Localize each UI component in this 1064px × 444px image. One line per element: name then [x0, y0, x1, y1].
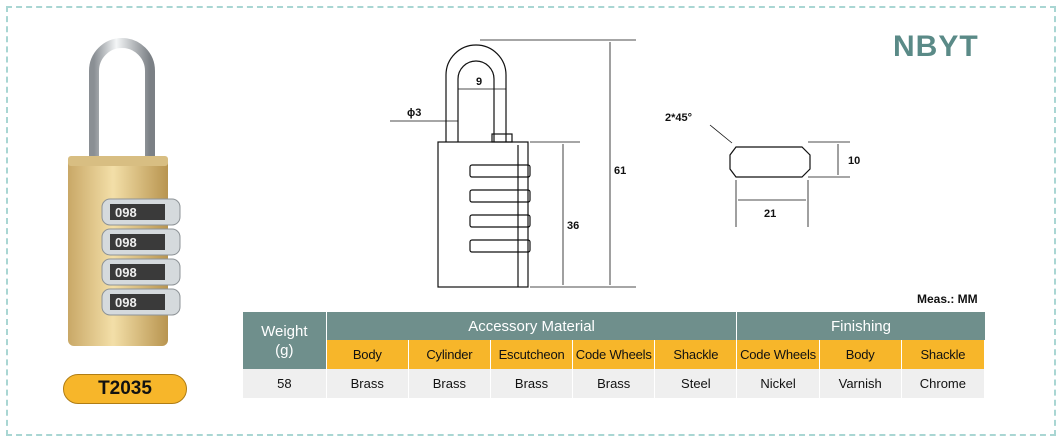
dim-key-height: 10 [848, 155, 860, 167]
column-header: Body [326, 340, 409, 369]
table-cell: Steel [654, 369, 738, 398]
column-header: Cylinder [408, 340, 491, 369]
table-cell: Brass [326, 369, 409, 398]
column-header: Body [819, 340, 902, 369]
column-header: Escutcheon [490, 340, 574, 369]
table-cell: Nickel [736, 369, 820, 398]
table-cell: Brass [572, 369, 656, 398]
table-cell: Brass [490, 369, 574, 398]
technical-drawing: 9 ϕ3 61 36 2*45° 10 21 [390, 39, 860, 288]
column-header: Shackle [654, 340, 738, 369]
weight-header: Weight (g) [243, 312, 327, 369]
shackle-inner-outline [457, 60, 495, 142]
wheel-digits-4: 098 [115, 295, 137, 310]
spec-table: Weight (g) Accessory Material Finishing … [243, 312, 986, 398]
column-header: Code Wheels [572, 340, 656, 369]
dim-shackle-diameter: ϕ3 [407, 107, 421, 119]
dim-chamfer: 2*45° [665, 112, 692, 124]
dim-key-width: 21 [764, 208, 776, 220]
table-cell: Varnish [819, 369, 902, 398]
weight-unit: (g) [275, 341, 294, 359]
weight-label: Weight [261, 322, 308, 340]
table-cell: Brass [408, 369, 491, 398]
column-header: Code Wheels [736, 340, 820, 369]
padlock-photo: 098 098 098 098 [68, 38, 181, 346]
table-cell: Chrome [901, 369, 986, 398]
finishing-header: Finishing [736, 312, 985, 340]
accessory-material-header: Accessory Material [326, 312, 737, 340]
column-header: Shackle [901, 340, 986, 369]
weight-value: 58 [243, 369, 327, 398]
code-wheels [101, 198, 181, 316]
wheel-digits-2: 098 [115, 235, 137, 250]
dashed-frame [6, 6, 1056, 436]
measurement-unit: Meas.: MM [917, 292, 978, 306]
dim-body-height: 36 [567, 220, 579, 232]
brand-logo-text: NBYT [893, 30, 979, 63]
wheel-digits-1: 098 [115, 205, 137, 220]
dim-shackle-inner: 9 [476, 76, 482, 88]
wheel-digits-3: 098 [115, 265, 137, 280]
model-badge: T2035 [63, 374, 187, 404]
shackle-outer-outline [445, 44, 507, 142]
key-profile [729, 146, 811, 178]
dim-total-height: 61 [614, 165, 626, 177]
